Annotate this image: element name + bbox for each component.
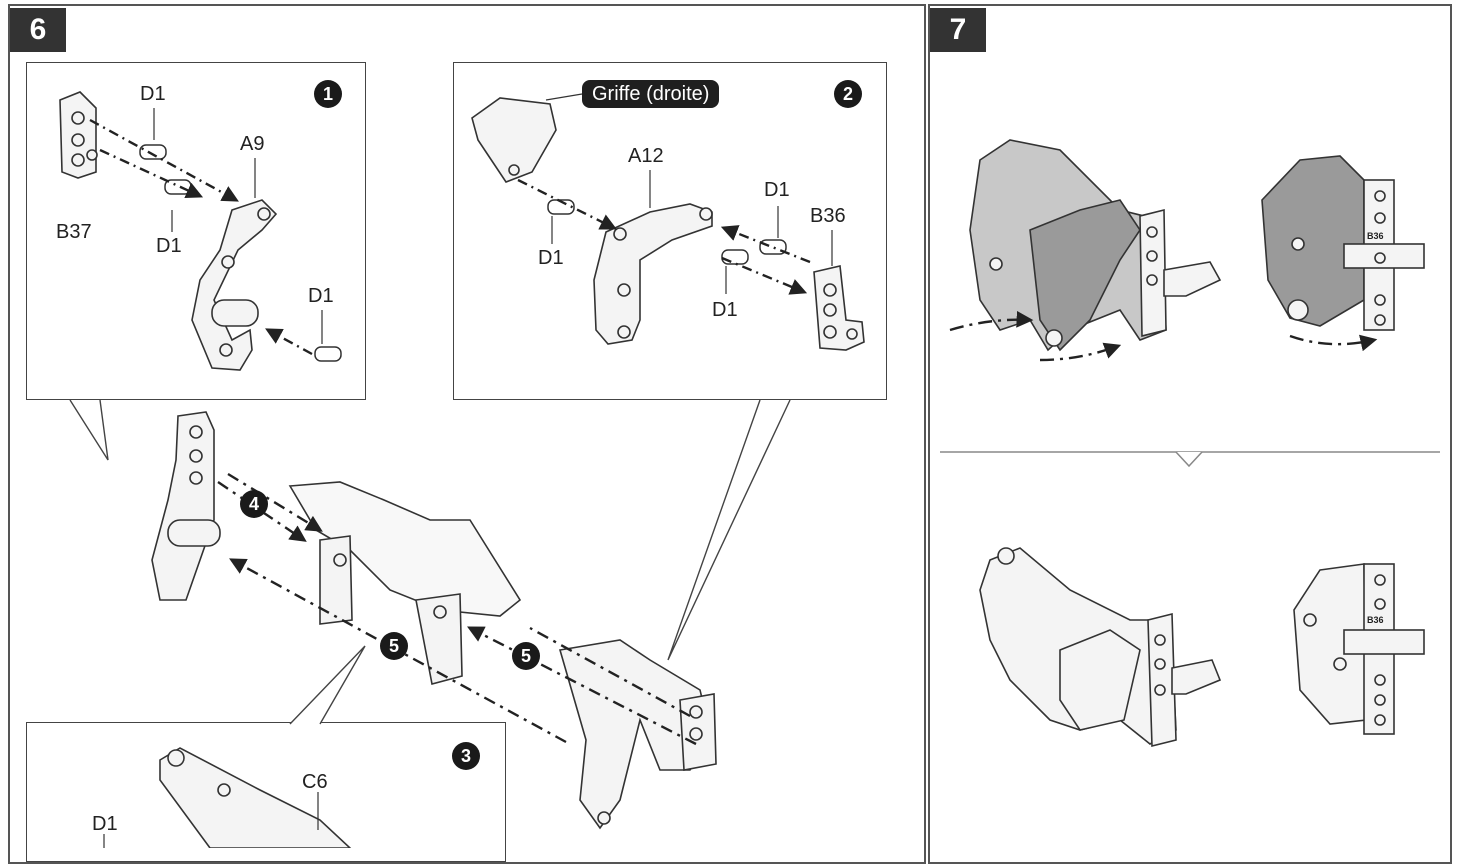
label-griffe-droite: Griffe (droite) xyxy=(582,80,720,108)
label-d1: D1 xyxy=(764,179,790,201)
assembly-closed-side-view xyxy=(979,547,1222,748)
step-6-badge: 6 xyxy=(10,8,66,52)
sub-step-4-marker: 4 xyxy=(240,490,268,518)
sub-step-3-marker: 3 xyxy=(452,742,480,770)
griffe-part xyxy=(471,97,557,183)
sub-step-5-marker-right: 5 xyxy=(512,642,540,670)
callout-pointers xyxy=(69,399,791,725)
label-d1: D1 xyxy=(140,83,166,105)
assembly-side-view xyxy=(969,139,1222,352)
label-b36-small: B36 xyxy=(1367,231,1384,241)
assembly-front-view xyxy=(1261,155,1425,331)
label-c6: C6 xyxy=(302,771,328,793)
main-assembly xyxy=(151,411,717,830)
label-b37: B37 xyxy=(56,221,92,243)
label-d1: D1 xyxy=(308,285,334,307)
assembly-closed-front-view xyxy=(1293,563,1425,735)
label-a9: A9 xyxy=(240,133,265,155)
d1-pins xyxy=(139,144,342,362)
a9-part xyxy=(191,199,278,371)
label-d1: D1 xyxy=(156,235,182,257)
label-d1: D1 xyxy=(712,299,738,321)
label-b36: B36 xyxy=(810,205,846,227)
label-d1: D1 xyxy=(92,813,118,835)
b37-part xyxy=(59,91,98,179)
sub-step-5-marker-left: 5 xyxy=(380,632,408,660)
label-a12: A12 xyxy=(628,145,664,167)
step-7-badge: 7 xyxy=(930,8,986,52)
label-d1: D1 xyxy=(538,247,564,269)
c6-part xyxy=(159,747,352,848)
sub-step-1-marker: 1 xyxy=(314,80,342,108)
label-b36-small: B36 xyxy=(1367,615,1384,625)
a12-part xyxy=(593,203,713,345)
b36-part xyxy=(813,265,865,351)
sub-step-2-marker: 2 xyxy=(834,80,862,108)
